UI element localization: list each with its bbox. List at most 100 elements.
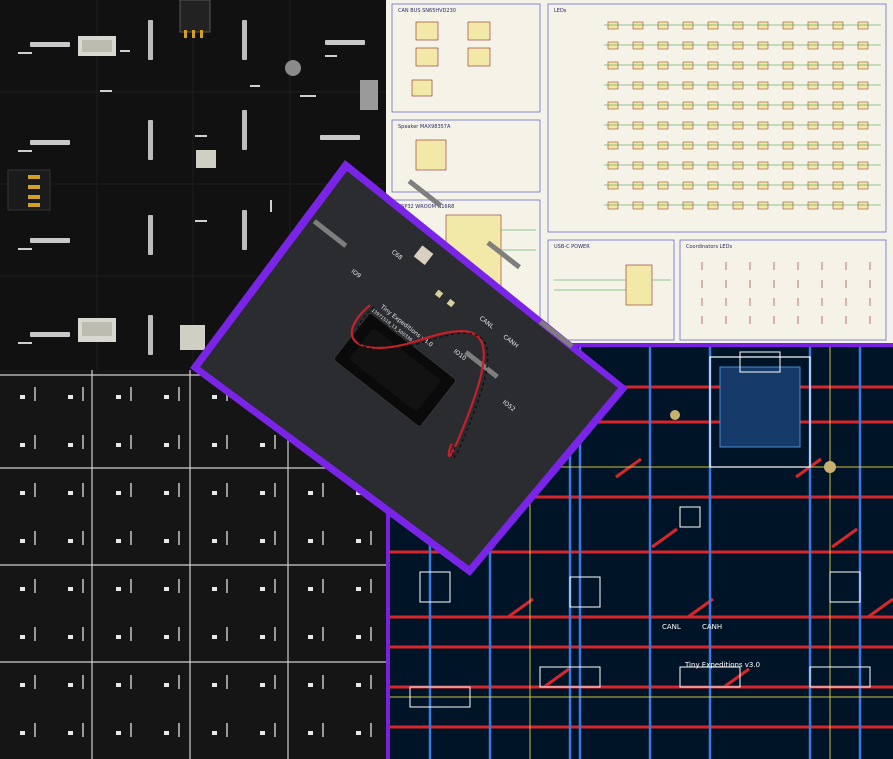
- silk-label: [370, 531, 372, 545]
- smd-led: [116, 491, 121, 495]
- smd-led: [260, 731, 265, 735]
- led-symbol: [807, 141, 819, 150]
- led-symbol: [857, 141, 869, 150]
- led-symbol: [832, 121, 844, 130]
- led-symbol: [607, 101, 619, 110]
- led-symbol: [857, 41, 869, 50]
- led-symbol: [732, 101, 744, 110]
- led-symbol: [757, 41, 769, 50]
- silk-label: [226, 675, 228, 689]
- led-symbol: [607, 121, 619, 130]
- silk-label: [34, 723, 36, 737]
- led-symbol: [607, 21, 619, 30]
- led-symbol: [757, 141, 769, 150]
- led-symbol: [707, 81, 719, 90]
- silk-label: [130, 387, 132, 401]
- silk-label: [322, 531, 324, 545]
- silk-label: [82, 723, 84, 737]
- led-symbol: [782, 81, 794, 90]
- led-symbol: [857, 201, 869, 210]
- led-symbol: [682, 81, 694, 90]
- smd-led: [260, 491, 265, 495]
- smd-led: [260, 395, 265, 399]
- silk-label: [322, 483, 324, 497]
- led-symbol: [832, 101, 844, 110]
- smd-led: [308, 731, 313, 735]
- led-symbol: [607, 201, 619, 210]
- silk-label: [34, 579, 36, 593]
- led-symbol: [657, 161, 669, 170]
- led-symbol: [657, 21, 669, 30]
- silk-label: [226, 579, 228, 593]
- led-symbol: [832, 201, 844, 210]
- smd-led: [164, 635, 169, 639]
- silk-label: [274, 579, 276, 593]
- led-symbol: [857, 121, 869, 130]
- smd-led: [20, 731, 25, 735]
- led-symbol: [607, 61, 619, 70]
- smd-led: [20, 635, 25, 639]
- led-symbol: [657, 41, 669, 50]
- silk-label: [226, 531, 228, 545]
- smd-led: [68, 683, 73, 687]
- schematic-block-title-speaker: Speaker MAX98357A: [398, 124, 451, 130]
- smd-led: [212, 731, 217, 735]
- pcb-back-drawing: [0, 0, 386, 370]
- smd-led: [356, 443, 361, 447]
- smd-led: [164, 539, 169, 543]
- led-symbol: [632, 141, 644, 150]
- silk-label: [370, 483, 372, 497]
- silk-label: [322, 723, 324, 737]
- led-symbol: [657, 141, 669, 150]
- led-symbol: [757, 121, 769, 130]
- silk-label: [34, 531, 36, 545]
- led-symbol: [782, 41, 794, 50]
- led-symbol: [757, 161, 769, 170]
- led-symbol: [607, 141, 619, 150]
- led-symbol: [732, 81, 744, 90]
- silk-label: [322, 675, 324, 689]
- smd-led: [308, 683, 313, 687]
- smd-led: [68, 395, 73, 399]
- smd-led: [212, 635, 217, 639]
- led-symbol: [682, 61, 694, 70]
- smd-led: [68, 587, 73, 591]
- silk-label: [34, 627, 36, 641]
- silk-label: [274, 435, 276, 449]
- led-symbol: [807, 81, 819, 90]
- led-symbol: [682, 161, 694, 170]
- layout-canh-label: CANH: [702, 623, 722, 631]
- pcb-trace-diagonal: [543, 667, 570, 689]
- led-symbol: [857, 81, 869, 90]
- schematic-block-title-can: CAN BUS SN65HVD230: [398, 8, 456, 14]
- led-symbol: [782, 121, 794, 130]
- led-symbol: [632, 81, 644, 90]
- smd-led: [164, 443, 169, 447]
- smd-led: [68, 731, 73, 735]
- smd-led: [20, 683, 25, 687]
- led-symbol: [832, 141, 844, 150]
- led-symbol: [807, 121, 819, 130]
- smd-led: [356, 587, 361, 591]
- smd-led: [356, 539, 361, 543]
- smd-led: [212, 683, 217, 687]
- led-symbol: [782, 21, 794, 30]
- silk-label: [226, 387, 228, 401]
- silk-label: [130, 675, 132, 689]
- silk-label: [178, 435, 180, 449]
- led-symbol: [707, 161, 719, 170]
- silk-label: [370, 627, 372, 641]
- smd-led: [260, 683, 265, 687]
- led-symbol: [857, 181, 869, 190]
- led-symbol: [682, 101, 694, 110]
- silk-label: [82, 579, 84, 593]
- pcb-trace-diagonal: [651, 527, 678, 549]
- schematic-block-title-usbc: USB-C POWER: [554, 244, 590, 250]
- led-symbol: [632, 101, 644, 110]
- silk-label: [82, 435, 84, 449]
- led-symbol: [607, 181, 619, 190]
- smd-led: [116, 683, 121, 687]
- led-symbol: [707, 181, 719, 190]
- led-symbol: [732, 201, 744, 210]
- silk-label: [322, 579, 324, 593]
